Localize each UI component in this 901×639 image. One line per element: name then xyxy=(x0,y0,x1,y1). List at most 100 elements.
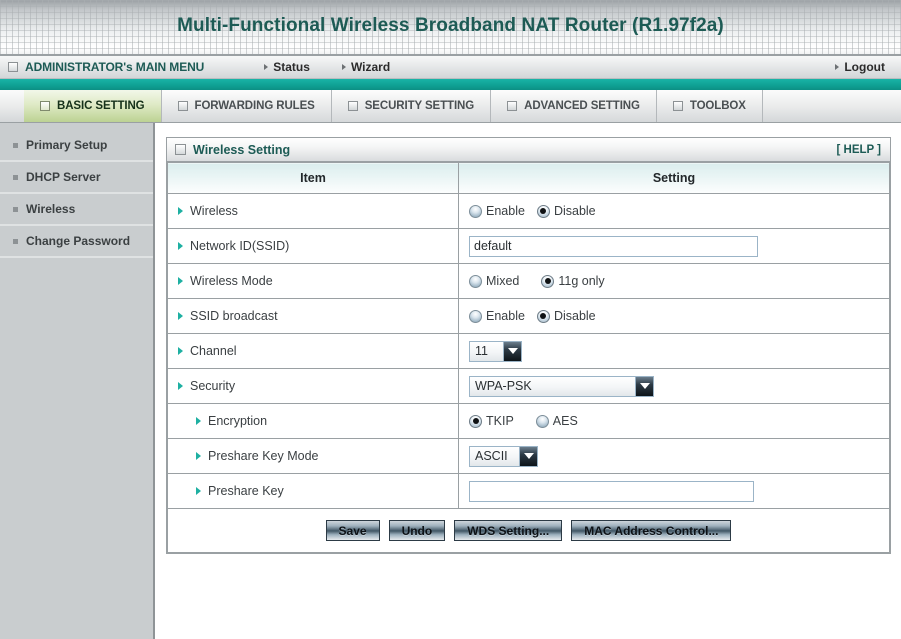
row-label-cell: Wireless xyxy=(167,193,459,229)
sidebar-item-wireless[interactable]: Wireless xyxy=(0,194,153,226)
wireless-setting-table: Item Setting Wireless xyxy=(167,162,890,509)
preshare-key-mode-select[interactable]: ASCII xyxy=(469,445,538,467)
wds-setting-button[interactable]: WDS Setting... xyxy=(454,520,563,541)
tab-square-icon xyxy=(177,101,188,111)
bullet-icon xyxy=(13,206,18,212)
tab-square-icon xyxy=(40,101,50,111)
row-label-cell: Wireless Mode xyxy=(167,263,459,299)
radio-icon-selected xyxy=(536,309,550,323)
radio-label: Disable xyxy=(553,204,596,218)
menu-item-logout[interactable]: Logout xyxy=(835,60,885,74)
bullet-icon xyxy=(13,174,18,180)
mac-address-control-button[interactable]: MAC Address Control... xyxy=(571,520,732,541)
wireless-mode-radio-mixed[interactable]: Mixed xyxy=(469,274,519,288)
row-setting-cell: 11 xyxy=(458,333,890,369)
tab-square-icon xyxy=(672,101,683,111)
row-label-cell: Security xyxy=(167,368,459,404)
table-row-channel: Channel 11 xyxy=(167,333,890,369)
radio-icon-selected xyxy=(469,414,482,428)
row-label-cell: Preshare Key Mode xyxy=(167,438,459,474)
tab-label: SECURITY SETTING xyxy=(364,100,475,112)
channel-select[interactable]: 11 xyxy=(469,340,522,362)
table-header-row: Item Setting xyxy=(167,162,890,194)
radio-icon-selected xyxy=(541,274,555,288)
save-button[interactable]: Save xyxy=(325,520,380,541)
row-setting-cell: Enable Disable xyxy=(458,193,890,229)
row-setting-cell: Mixed 11g only xyxy=(458,263,890,299)
ssid-broadcast-radio-group: Enable Disable xyxy=(469,309,889,323)
table-row-wireless: Wireless Enable Disable xyxy=(167,193,890,229)
panel-title: Wireless Setting xyxy=(193,142,291,157)
bullet-icon xyxy=(13,238,18,244)
row-setting-cell xyxy=(458,473,890,509)
radio-label: TKIP xyxy=(486,414,514,428)
table-row-security: Security WPA-PSK xyxy=(167,368,890,404)
help-link[interactable]: [ HELP ] xyxy=(836,143,881,156)
preshare-key-mode-value: ASCII xyxy=(475,449,508,463)
wireless-mode-radio-11g-only[interactable]: 11g only xyxy=(541,274,605,288)
row-label-cell: Encryption xyxy=(167,403,459,439)
page-body: Primary Setup DHCP Server Wireless Chang… xyxy=(0,123,901,639)
main-menu-bar: ADMINISTRATOR's MAIN MENU Status Wizard … xyxy=(0,56,901,79)
wireless-mode-radio-group: Mixed 11g only xyxy=(469,274,889,288)
sidebar-item-dhcp-server[interactable]: DHCP Server xyxy=(0,162,153,194)
menu-item-wizard[interactable]: Wizard xyxy=(342,60,390,74)
sidebar-item-change-password[interactable]: Change Password xyxy=(0,226,153,258)
security-select-value: WPA-PSK xyxy=(475,379,532,393)
column-header-setting: Setting xyxy=(458,162,890,194)
page-title: Multi-Functional Wireless Broadband NAT … xyxy=(177,15,724,36)
encryption-radio-tkip[interactable]: TKIP xyxy=(469,414,514,428)
tab-forwarding-rules[interactable]: FORWARDING RULES xyxy=(161,90,332,122)
radio-label: AES xyxy=(552,414,578,428)
preshare-key-input[interactable] xyxy=(469,480,754,502)
bullet-icon xyxy=(13,142,18,148)
panel-header: Wireless Setting [ HELP ] xyxy=(166,137,891,162)
sidebar-item-label: Wireless xyxy=(26,202,76,216)
tab-toolbox[interactable]: TOOLBOX xyxy=(656,90,763,122)
table-row-ssid: Network ID(SSID) default xyxy=(167,228,890,264)
row-label-encryption: Encryption xyxy=(178,414,458,428)
row-label-ssid-broadcast: SSID broadcast xyxy=(178,309,458,323)
ssid-input[interactable]: default xyxy=(469,235,758,257)
radio-icon-selected xyxy=(536,204,550,218)
radio-icon xyxy=(469,309,482,323)
sidebar: Primary Setup DHCP Server Wireless Chang… xyxy=(0,123,155,639)
encryption-radio-aes[interactable]: AES xyxy=(535,414,578,428)
tab-advanced-setting[interactable]: ADVANCED SETTING xyxy=(491,90,657,122)
row-label-security: Security xyxy=(178,379,458,393)
radio-label: Disable xyxy=(553,309,596,323)
row-label-cell: SSID broadcast xyxy=(167,298,459,334)
ssid-broadcast-radio-enable[interactable]: Enable xyxy=(469,309,525,323)
sidebar-item-primary-setup[interactable]: Primary Setup xyxy=(0,130,153,162)
menu-square-icon xyxy=(8,62,18,72)
row-label-cell: Network ID(SSID) xyxy=(167,228,459,264)
radio-icon xyxy=(469,274,482,288)
tab-label: ADVANCED SETTING xyxy=(524,100,640,112)
administrator-main-menu-label: ADMINISTRATOR's MAIN MENU xyxy=(25,60,205,74)
title-bar: Multi-Functional Wireless Broadband NAT … xyxy=(0,0,901,56)
menu-item-status[interactable]: Status xyxy=(264,60,310,74)
wireless-radio-enable[interactable]: Enable xyxy=(469,204,525,218)
undo-button[interactable]: Undo xyxy=(388,520,446,541)
tab-strip: BASIC SETTING FORWARDING RULES SECURITY … xyxy=(0,90,901,123)
tab-label: BASIC SETTING xyxy=(57,100,145,112)
wireless-radio-disable[interactable]: Disable xyxy=(536,204,596,218)
radio-icon xyxy=(469,204,482,218)
tab-basic-setting[interactable]: BASIC SETTING xyxy=(24,90,162,122)
column-header-item: Item xyxy=(167,162,459,194)
row-label-cell: Channel xyxy=(167,333,459,369)
content-area: Wireless Setting [ HELP ] Item Setting W… xyxy=(155,123,901,639)
row-label-preshare-key-mode: Preshare Key Mode xyxy=(178,449,458,463)
radio-label: Enable xyxy=(486,309,525,323)
row-label-wireless: Wireless xyxy=(178,204,458,218)
row-setting-cell: default xyxy=(458,228,890,264)
row-setting-cell: Enable Disable xyxy=(458,298,890,334)
channel-select-value: 11 xyxy=(475,344,488,358)
tab-security-setting[interactable]: SECURITY SETTING xyxy=(331,90,492,122)
tab-square-icon xyxy=(507,101,518,111)
wireless-setting-panel: Item Setting Wireless xyxy=(166,162,891,554)
ssid-broadcast-radio-disable[interactable]: Disable xyxy=(536,309,596,323)
row-setting-cell: WPA-PSK xyxy=(458,368,890,404)
tab-strip-filler xyxy=(763,90,901,122)
security-select[interactable]: WPA-PSK xyxy=(469,375,654,397)
